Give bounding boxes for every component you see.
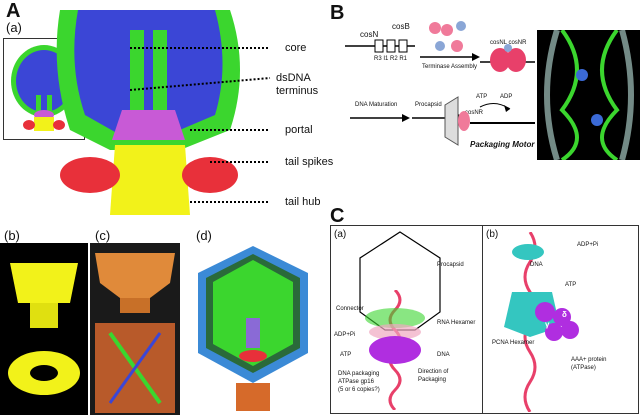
adp-label-b: ADP [500, 94, 513, 100]
cos-complex-label: cosNL cosNR [490, 40, 527, 46]
delta-label: δ [562, 310, 567, 319]
atp-label-cb: ATP [565, 282, 577, 288]
procapsid-label-b: Procapsid [415, 102, 442, 108]
dna-maturation-label: DNA Maturation [355, 102, 398, 108]
panel-b-letter: B [330, 2, 345, 24]
motor-structure-shapes [544, 28, 634, 162]
phage-zoom-illustration [56, 10, 241, 215]
packaging-motor-sketch [444, 96, 535, 146]
portal-shapes [95, 253, 175, 413]
tail-hub-shapes [8, 263, 80, 395]
arrow-maturation [350, 114, 410, 122]
dna-label-c: DNA [437, 352, 450, 358]
panel-a-sub-a: (a) [6, 20, 22, 35]
panel-a-sub-b: (b) [4, 228, 20, 243]
r-sites-label: R3 I1 R2 R1 [374, 56, 408, 62]
adp-pi-label-c: ADP+Pi [334, 332, 356, 338]
atp-label-c: ATP [340, 352, 352, 358]
pcna-label: PCNA Hexamer [492, 340, 535, 346]
cutaway-capsid [198, 246, 308, 411]
cos-site-diagram [345, 39, 415, 53]
atp-label-b: ATP [476, 94, 488, 100]
gamma-label: γ [545, 320, 550, 329]
aaa-label: AAA+ protein (ATPase) [571, 357, 607, 371]
rna-hexamer-label: RNA Hexamer [437, 320, 476, 326]
packaging-motor-label: Packaging Motor [470, 140, 535, 149]
procapsid-label-c: Procapsid [437, 262, 464, 268]
panel-c-sub-b: (b) [486, 229, 499, 240]
terminase-complex [480, 44, 535, 72]
cosnr-label: cosNR [465, 110, 484, 116]
packaging-complex [365, 290, 425, 410]
label-portal: portal [285, 124, 313, 136]
panel-a-pointer-lines [130, 47, 271, 203]
label-core: core [285, 42, 307, 54]
panel-a-sub-d: (d) [196, 228, 212, 243]
dna-label-cb: DNA [530, 262, 543, 268]
portal-renders [90, 243, 180, 415]
cosb-label: cosB [392, 22, 410, 31]
label-tail-hub: tail hub [285, 196, 321, 208]
label-tail-spikes: tail spikes [285, 156, 334, 168]
adp-pi-label-b: ADP+Pi [577, 242, 599, 248]
atpase-label: DNA packaging ATPase gp16 (5 or 6 copies… [338, 371, 380, 393]
panel-c-sub-a: (a) [334, 229, 347, 240]
cosn-label: cosN [360, 30, 379, 39]
connector-label: Connector [336, 306, 364, 312]
tail-hub-renders [0, 243, 88, 415]
panel-a-sub-c: (c) [95, 228, 111, 243]
direction-label: Direction of Packaging [418, 369, 449, 383]
motor-structure-render [537, 28, 640, 162]
terminase-proteins [429, 21, 466, 52]
panel-a-letter: A [6, 0, 21, 22]
clamp-loader-illustration [504, 232, 579, 412]
arrow-terminase [420, 53, 480, 61]
panel-c-letter: C [330, 205, 345, 227]
terminase-assembly-label: Terminase Assembly [422, 64, 478, 70]
label-dsdna-terminus: dsDNA terminus [276, 72, 319, 97]
